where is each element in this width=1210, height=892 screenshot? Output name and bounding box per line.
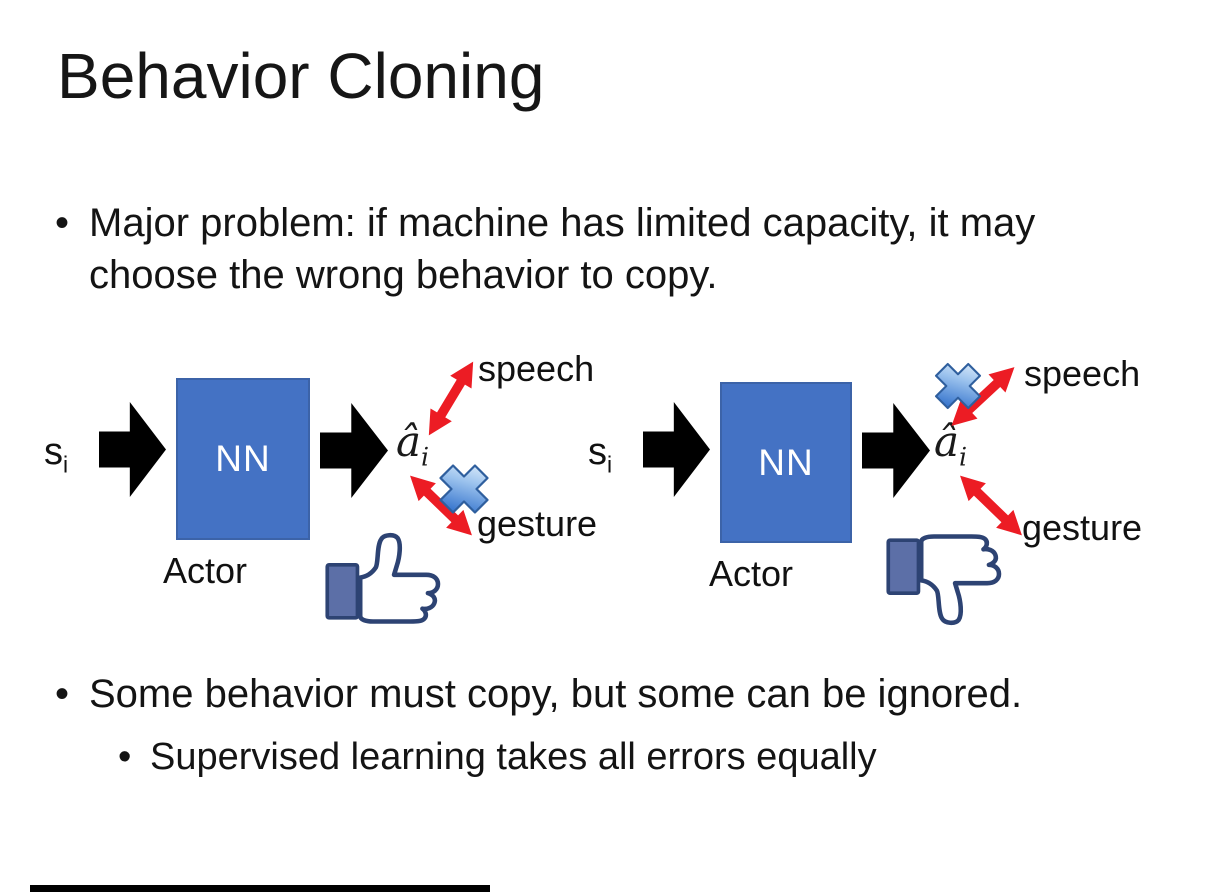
speech-arrow-icon: [951, 367, 1015, 426]
bullet-text: Supervised learning takes all errors equ…: [150, 736, 877, 778]
gesture-arrow-icon: [960, 475, 1022, 536]
predicted-action-label: âi: [934, 417, 968, 472]
bullet-text: Major problem: if machine has limited ca…: [89, 201, 1036, 297]
page-title: Behavior Cloning: [57, 40, 545, 112]
predicted-action-label: âi: [396, 417, 430, 472]
input-arrow-icon: [643, 402, 710, 497]
actor-label: Actor: [708, 553, 794, 594]
output-arrow-icon: [862, 403, 930, 498]
bullet-marker: •: [118, 736, 132, 778]
state-label: si: [44, 431, 69, 478]
bullet-marker: •: [55, 672, 70, 716]
nn-label: NN: [758, 441, 814, 483]
nn-label: NN: [215, 438, 271, 479]
nn-box: NN: [720, 382, 852, 543]
thumbs-up-icon: [325, 532, 441, 624]
bullet-item-some-behavior: • Some behavior must copy, but some can …: [55, 668, 1155, 720]
thumbs-down-icon: [886, 534, 1002, 626]
state-label: si: [588, 431, 613, 478]
input-arrow-icon: [99, 402, 166, 497]
output-arrow-icon: [320, 403, 388, 498]
behavior-diagram-right: si NN âi speech gesture Actor: [585, 345, 1197, 637]
bullet-item-major-problem: • Major problem: if machine has limited …: [55, 197, 1105, 301]
bottom-partial-bar: [30, 885, 490, 892]
speech-label: speech: [1024, 353, 1141, 394]
nn-box: NN: [176, 378, 310, 540]
actor-label: Actor: [162, 550, 248, 591]
gesture-label: gesture: [477, 503, 598, 544]
bullet-text: Some behavior must copy, but some can be…: [89, 672, 1023, 716]
speech-arrow-icon: [428, 361, 474, 436]
bullet-item-supervised: • Supervised learning takes all errors e…: [118, 733, 1118, 782]
cross-out-icon: [439, 464, 489, 514]
speech-label: speech: [478, 348, 595, 389]
cross-out-icon: [934, 362, 982, 410]
bullet-marker: •: [55, 201, 70, 245]
gesture-arrow-icon: [410, 475, 472, 536]
gesture-label: gesture: [1022, 507, 1143, 548]
behavior-diagram-left: si NN âi speech gesture Actor: [30, 345, 610, 637]
